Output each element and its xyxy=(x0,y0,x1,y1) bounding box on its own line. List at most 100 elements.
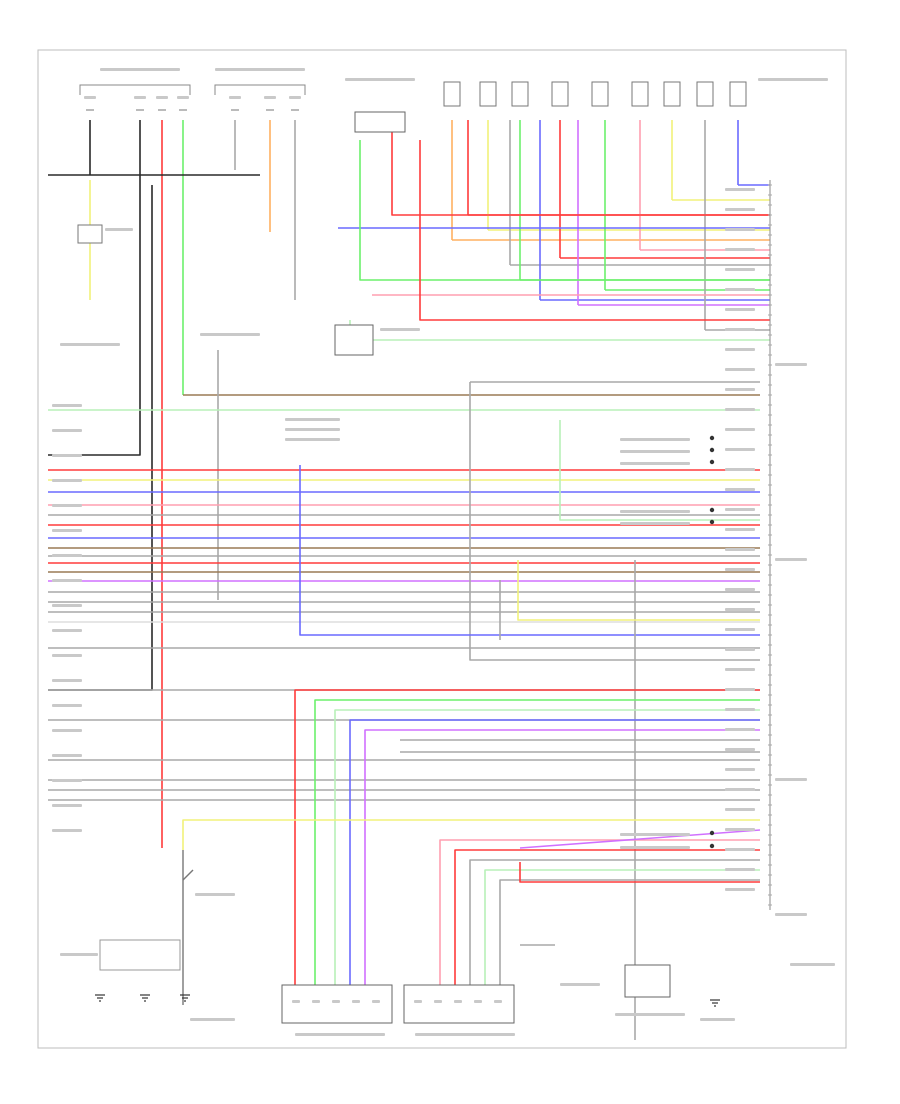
left-wire-label-585 xyxy=(52,579,82,582)
wire-pink-82 xyxy=(439,839,760,1000)
ecm-wire-label-630 xyxy=(725,628,755,631)
bottom-right-ground-caption xyxy=(700,1018,735,1021)
wire-lt_green-85 xyxy=(484,869,760,1000)
right-module-tag-5 xyxy=(620,833,690,836)
conn-a-pin-4 xyxy=(372,1000,380,1003)
wire-green-78 xyxy=(314,699,760,1000)
left-wire-label-635 xyxy=(52,629,82,632)
ecm-wire-label-390 xyxy=(725,388,755,391)
ecm-wire-label-270 xyxy=(725,268,755,271)
ecm-wire-label-490 xyxy=(725,488,755,491)
upper-left-connector-caption xyxy=(100,68,180,71)
ecm-section-caption-1 xyxy=(775,558,807,561)
wire-gray-86 xyxy=(499,879,760,1000)
wire-green-42 xyxy=(359,140,770,281)
left-wire-label-810 xyxy=(52,804,82,807)
wire-lt_green-79 xyxy=(334,709,760,1000)
left-wire-label-710 xyxy=(52,704,82,707)
ecm-wire-label-190 xyxy=(725,188,755,191)
left-wire-label-460 xyxy=(52,454,82,457)
ecm-wire-label-890 xyxy=(725,888,755,891)
right-module-dot-0 xyxy=(709,435,715,441)
ecm-wire-label-510 xyxy=(725,508,755,511)
wire-black-5 xyxy=(48,185,153,691)
left-wire-label-535 xyxy=(52,529,82,532)
bottom-mid-caption xyxy=(560,983,600,986)
ecm-wire-label-210 xyxy=(725,208,755,211)
ecm-wire-label-350 xyxy=(725,348,755,351)
ecm-wire-label-590 xyxy=(725,588,755,591)
left-wire-label-610 xyxy=(52,604,82,607)
wire-yellow-87 xyxy=(182,819,760,850)
top-right-caption xyxy=(758,78,828,81)
ecm-wire-label-370 xyxy=(725,368,755,371)
ground-left-a xyxy=(95,994,105,1002)
wires-layer xyxy=(48,120,770,1040)
left-wire-label-660 xyxy=(52,654,82,657)
wire-violet-88 xyxy=(519,829,761,849)
right-module-dot-1 xyxy=(709,447,715,453)
right-module-dot-3 xyxy=(709,507,715,513)
top-connector-4 xyxy=(591,81,609,107)
connector-label-top-4 xyxy=(229,96,241,99)
upper-mid-connector-bracket xyxy=(214,84,306,95)
connector-label-top-0 xyxy=(84,96,96,99)
ecm-main-caption xyxy=(790,963,835,966)
top-connector-8 xyxy=(729,81,747,107)
resistor-label xyxy=(105,228,133,231)
ecm-wire-label-830 xyxy=(725,828,755,831)
wire-red-44 xyxy=(419,140,770,321)
bottom-left-ground-group xyxy=(99,939,181,971)
ecm-wire-label-850 xyxy=(725,848,755,851)
ecm-wire-label-230 xyxy=(725,228,755,231)
top-connector-7 xyxy=(696,81,714,107)
left-wire-label-410 xyxy=(52,404,82,407)
ecm-wire-label-750 xyxy=(725,748,755,751)
top-connector-1 xyxy=(479,81,497,107)
right-module-tag-4 xyxy=(620,522,690,525)
center-module-caption xyxy=(380,328,420,331)
bottom-left-switch-blade xyxy=(182,869,194,881)
center-module-box xyxy=(334,324,374,356)
ecm-wire-label-650 xyxy=(725,648,755,651)
bottom-right-sensor-caption xyxy=(615,1013,685,1016)
resistor-left xyxy=(77,224,103,244)
ecm-wire-label-330 xyxy=(725,328,755,331)
conn-a-pin-3 xyxy=(352,1000,360,1003)
ecm-wire-label-430 xyxy=(725,428,755,431)
upper-mid-connector-caption xyxy=(215,68,305,71)
wire-red-40 xyxy=(391,120,770,216)
left-wire-label-435 xyxy=(52,429,82,432)
left-wire-label-735 xyxy=(52,729,82,732)
wire-red-89 xyxy=(519,862,760,883)
mid-left-caption xyxy=(200,333,260,336)
wire-violet-81 xyxy=(364,729,760,1000)
ecm-wire-label-670 xyxy=(725,668,755,671)
ecm-section-caption-2 xyxy=(775,778,807,781)
conn-b-pin-3 xyxy=(474,1000,482,1003)
bottom-connector-b-caption xyxy=(415,1033,515,1036)
sub-table-caption xyxy=(285,418,340,421)
ecm-wire-label-250 xyxy=(725,248,755,251)
wire-gray-84 xyxy=(469,859,760,1000)
left-wire-label-485 xyxy=(52,479,82,482)
wire-yellow-76 xyxy=(517,560,760,621)
wire-gray-71 xyxy=(469,382,760,661)
ecm-section-caption-3 xyxy=(775,913,807,916)
ecm-wire-label-730 xyxy=(725,728,755,731)
connector-label-top-3 xyxy=(177,96,189,99)
conn-b-pin-2 xyxy=(454,1000,462,1003)
ecm-wire-label-470 xyxy=(725,468,755,471)
top-connector-0 xyxy=(443,81,461,107)
bottom-left-caption-b xyxy=(190,1018,235,1021)
left-wire-label-835 xyxy=(52,829,82,832)
ecm-wire-label-710 xyxy=(725,708,755,711)
bottom-connector-b xyxy=(403,984,515,1024)
ecm-wire-label-610 xyxy=(725,608,755,611)
ecm-section-caption-0 xyxy=(775,363,807,366)
right-module-tag-1 xyxy=(620,450,690,453)
components-layer xyxy=(52,68,835,1036)
ecm-wire-label-410 xyxy=(725,408,755,411)
top-connector-2 xyxy=(511,81,529,107)
